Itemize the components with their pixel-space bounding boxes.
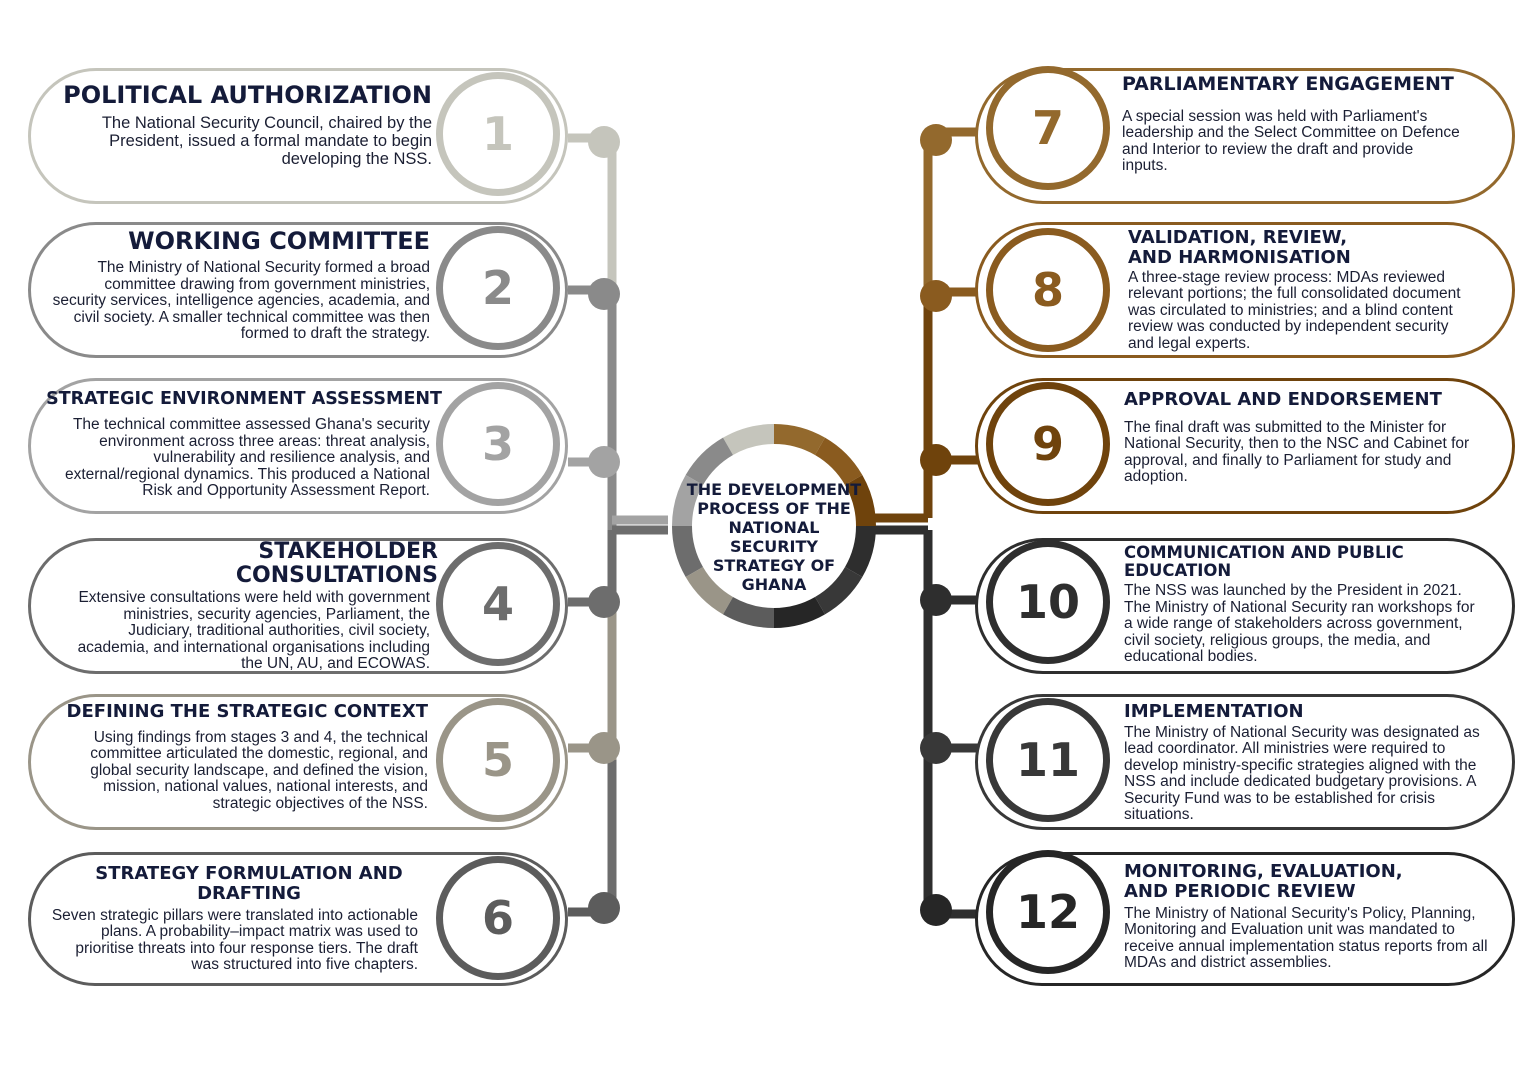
stage-5-description: Using findings from stages 3 and 4, the … (90, 728, 428, 812)
ring-segment-11 (814, 566, 863, 615)
stage-8-title: VALIDATION, REVIEW, AND HARMONISATION (1128, 227, 1351, 268)
joint-dot-3 (588, 446, 620, 478)
joint-dot-5 (588, 732, 620, 764)
stage-7-description: A special session was held with Parliame… (1122, 107, 1460, 175)
stage-1-title: POLITICAL AUTHORIZATION (63, 81, 432, 109)
stage-11-description: The Ministry of National Security was de… (1124, 723, 1480, 824)
stage-6-number: 6 (436, 856, 560, 980)
stage-6-title: STRATEGY FORMULATION AND DRAFTING (95, 863, 403, 904)
stage-1-number: 1 (436, 72, 560, 196)
stage-4-title: STAKEHOLDER CONSULTATIONS (235, 539, 438, 589)
stage-11-title: IMPLEMENTATION (1124, 701, 1304, 722)
stage-11-number: 11 (986, 698, 1110, 822)
stage-10-number: 10 (986, 540, 1110, 664)
stage-1-description: The National Security Council, chaired b… (101, 114, 432, 169)
joint-dot-11 (920, 732, 952, 764)
stage-5-title: DEFINING THE STRATEGIC CONTEXT (66, 701, 428, 722)
stage-4-number: 4 (436, 542, 560, 666)
stage-4-description: Extensive consultations were held with g… (77, 589, 430, 673)
stage-2-number: 2 (436, 226, 560, 350)
center-ring (672, 424, 876, 628)
stage-3-description: The technical committee assessed Ghana's… (64, 416, 430, 500)
joint-dot-2 (588, 278, 620, 310)
joint-dot-4 (588, 586, 620, 618)
stage-3-number: 3 (436, 382, 560, 506)
joint-dot-7 (920, 124, 952, 156)
stage-8-description: A three-stage review process: MDAs revie… (1128, 268, 1461, 352)
stage-6-description: Seven strategic pillars were translated … (51, 906, 418, 974)
stage-9-number: 9 (986, 382, 1110, 506)
joint-dot-8 (920, 280, 952, 312)
joint-dot-9 (920, 444, 952, 476)
joint-dot-6 (588, 892, 620, 924)
stage-2-title: WORKING COMMITTEE (128, 227, 430, 255)
joint-dot-12 (920, 894, 952, 926)
ring-segment-4 (672, 525, 704, 577)
stage-12-number: 12 (986, 850, 1110, 974)
ring-segment-6 (723, 596, 775, 628)
stage-7-title: PARLIAMENTARY ENGAGEMENT (1122, 73, 1454, 95)
ring-segment-8 (814, 437, 863, 486)
ring-segment-1 (723, 424, 775, 456)
stage-5-number: 5 (436, 698, 560, 822)
joint-dot-10 (920, 584, 952, 616)
stage-12-title: MONITORING, EVALUATION, AND PERIODIC REV… (1124, 861, 1403, 902)
ring-segment-10 (844, 525, 876, 577)
stage-3-title: STRATEGIC ENVIRONMENT ASSESSMENT (46, 389, 442, 409)
ring-segment-2 (685, 437, 734, 486)
stage-8-number: 8 (986, 228, 1110, 352)
ring-segment-9 (844, 475, 876, 527)
stage-10-title: COMMUNICATION AND PUBLIC EDUCATION (1124, 543, 1404, 581)
ring-segment-7 (773, 424, 825, 456)
stage-12-description: The Ministry of National Security's Poli… (1124, 904, 1488, 972)
stage-2-description: The Ministry of National Security formed… (52, 259, 430, 343)
joint-dot-1 (588, 126, 620, 158)
stage-7-number: 7 (986, 66, 1110, 190)
stage-10-description: The NSS was launched by the President in… (1124, 582, 1475, 666)
stage-9-title: APPROVAL AND ENDORSEMENT (1124, 389, 1442, 410)
stage-9-description: The final draft was submitted to the Min… (1124, 418, 1470, 486)
ring-segment-3 (672, 475, 704, 527)
ring-segment-5 (685, 566, 734, 615)
ring-segment-12 (773, 596, 825, 628)
center-title: THE DEVELOPMENT PROCESS OF THE NATIONAL … (686, 480, 862, 594)
